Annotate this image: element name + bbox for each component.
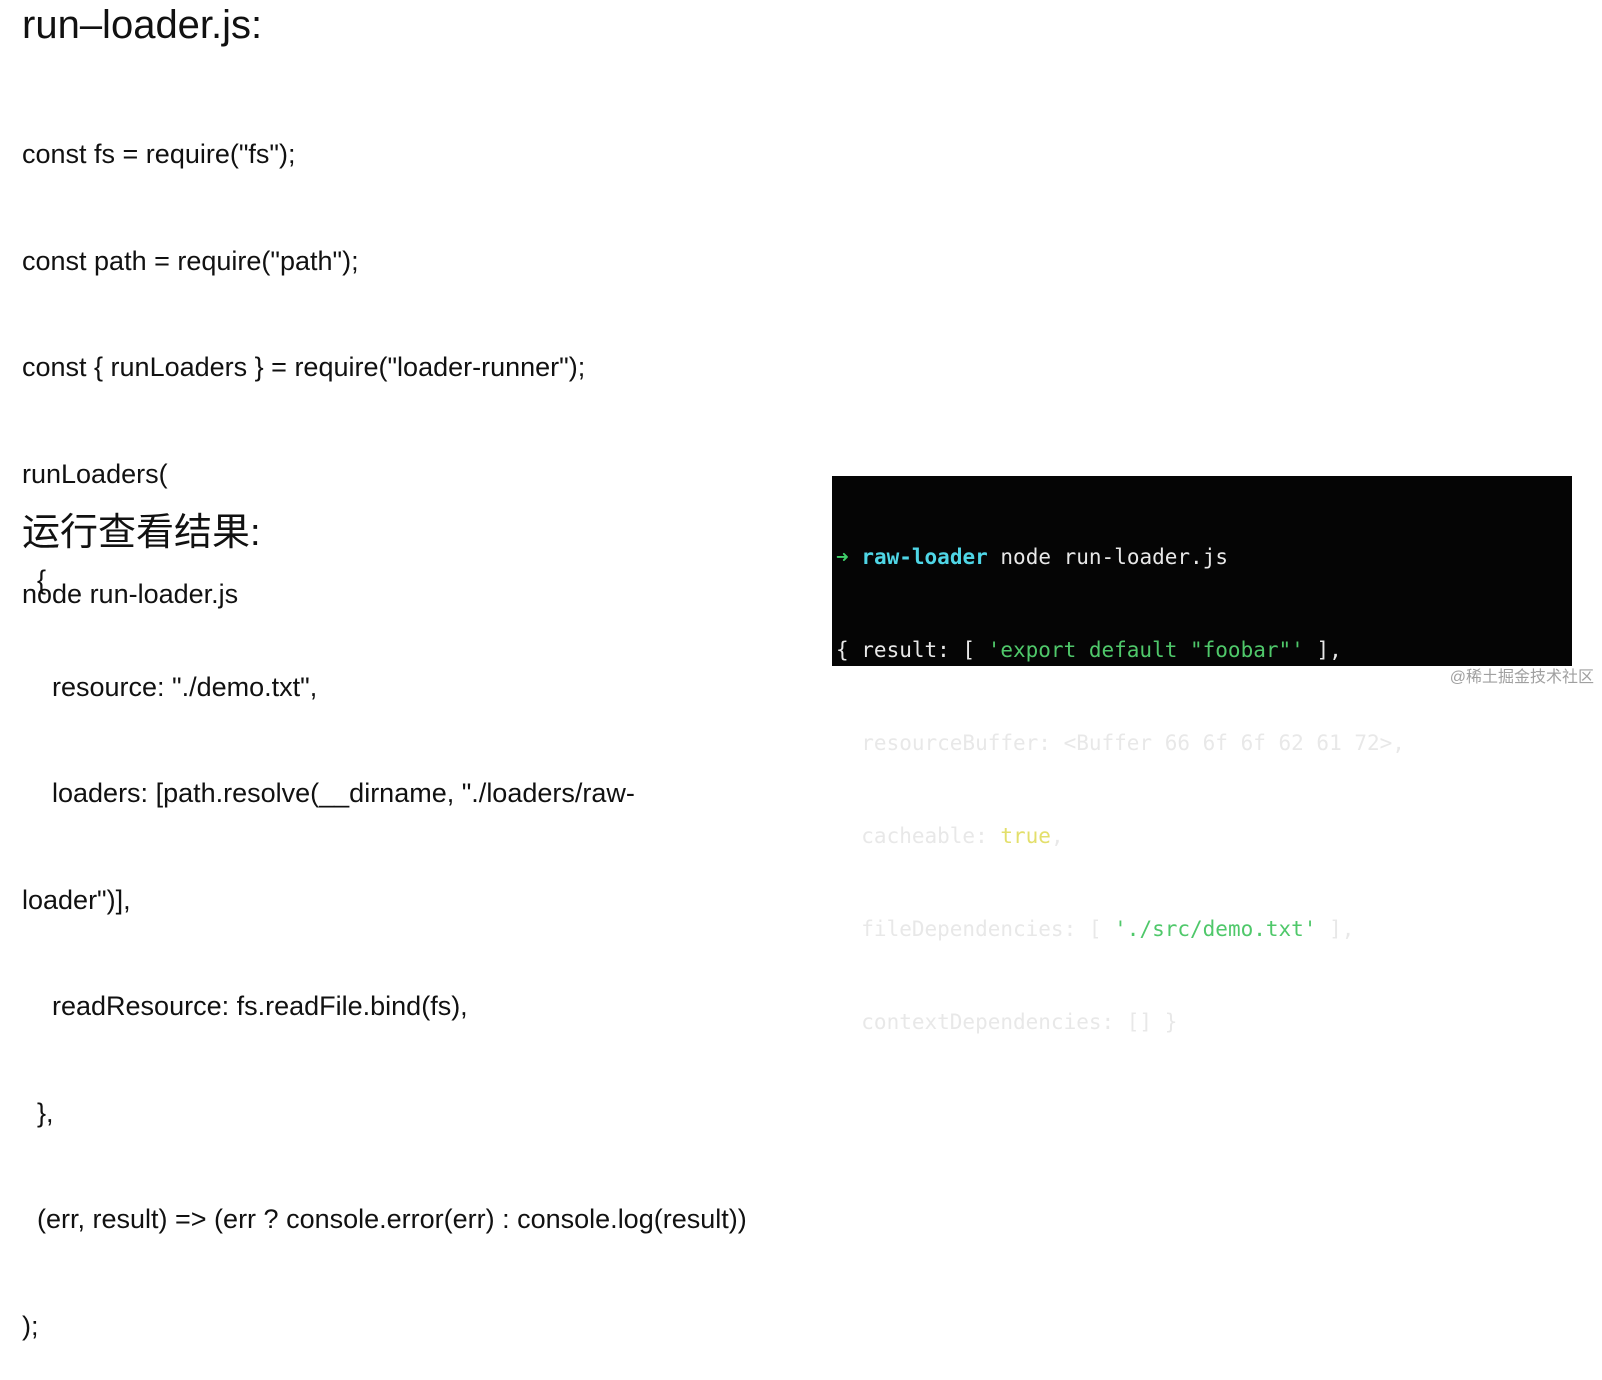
terminal-result-line: { result: [ 'export default "foobar"' ], [836, 635, 1572, 666]
code-line: ); [22, 1310, 39, 1341]
terminal-context-dependencies-line: contextDependencies: [] } [836, 1010, 1178, 1034]
prompt-command: node run-loader.js [1000, 545, 1228, 569]
code-line: (err, result) => (err ? console.error(er… [22, 1204, 747, 1234]
terminal-buffer-line: resourceBuffer: <Buffer 66 6f 6f 62 61 7… [836, 731, 1405, 755]
file-dependencies-prefix: fileDependencies: [ [836, 917, 1115, 941]
code-line: runLoaders( [22, 458, 168, 489]
command-text: node run-loader.js [22, 579, 239, 609]
code-block: const fs = require("fs"); const path = r… [22, 66, 747, 1380]
prompt-arrow-icon: ➜ [836, 545, 849, 569]
code-line: resource: "./demo.txt", [22, 671, 318, 702]
terminal-prompt-line: ➜ raw-loader node run-loader.js [836, 542, 1572, 573]
terminal-cacheable-line: cacheable: true, [836, 821, 1572, 852]
page-title: run–loader.js: [22, 3, 263, 47]
terminal-file-dependencies-line: fileDependencies: [ './src/demo.txt' ], [836, 914, 1572, 945]
code-line: { [22, 565, 47, 595]
cacheable-value: true [1000, 824, 1051, 848]
prompt-directory: raw-loader [861, 545, 988, 569]
result-string: 'export default "foobar"' [987, 638, 1304, 662]
code-line: const path = require("path"); [22, 245, 359, 276]
watermark: @稀土掘金技术社区 [1449, 669, 1594, 686]
result-prefix: { result: [ [836, 638, 988, 662]
result-suffix: ], [1303, 638, 1342, 662]
code-line: readResource: fs.readFile.bind(fs), [22, 991, 468, 1021]
cacheable-suffix: , [1050, 824, 1064, 848]
code-line: loader")], [22, 884, 131, 915]
result-heading: 运行查看结果: [22, 512, 261, 554]
code-line: const fs = require("fs"); [22, 139, 296, 169]
code-line: }, [22, 1097, 54, 1128]
file-dependencies-suffix: ], [1316, 917, 1355, 941]
code-line: loaders: [path.resolve(__dirname, "./loa… [22, 778, 635, 808]
terminal-output: ➜ raw-loader node run-loader.js { result… [832, 476, 1572, 1034]
cacheable-prefix: cacheable: [836, 824, 1001, 848]
code-line: const { runLoaders } = require("loader-r… [22, 352, 586, 382]
file-dependencies-string: './src/demo.txt' [1114, 917, 1317, 941]
